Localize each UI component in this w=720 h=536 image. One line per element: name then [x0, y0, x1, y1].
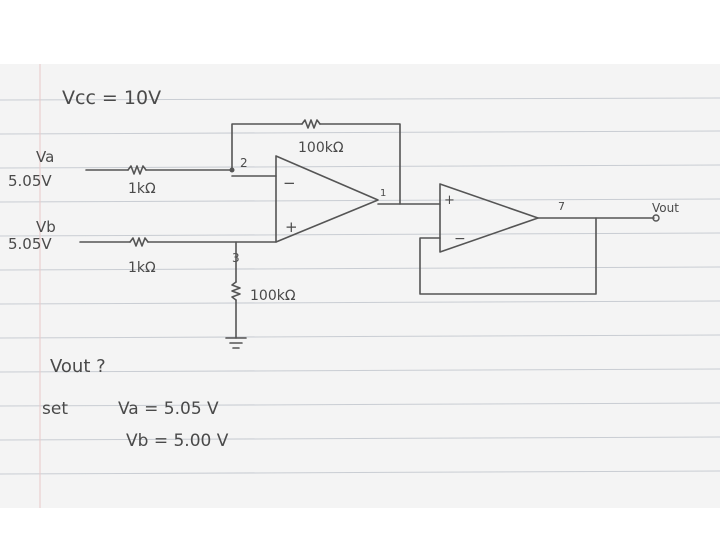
supply-voltage-label: Vcc = 10V [62, 87, 161, 109]
input-a-wire [85, 165, 233, 175]
ground-symbol [225, 337, 247, 349]
pin-2-label: 2 [240, 156, 248, 170]
buffer-feedback-wire [419, 217, 655, 295]
opamp-1-plus: + [285, 218, 298, 236]
set-word: set [42, 399, 68, 419]
va-value: 5.05V [8, 172, 52, 190]
ruled-lines [0, 64, 720, 508]
paper-sheet [0, 64, 720, 508]
vb-set-line: Vb = 5.00 V [126, 431, 229, 451]
opamp-1-minus: − [283, 174, 296, 192]
pin-7-label: 7 [558, 200, 565, 213]
r-feedback-label: 100kΩ [298, 140, 344, 156]
input-b-wire [79, 237, 277, 247]
output-terminal [652, 214, 660, 222]
vb-label: Vb [36, 218, 56, 236]
va-label: Va [36, 148, 54, 166]
r-in-a-label: 1kΩ [128, 181, 156, 197]
opamp-1 [275, 155, 379, 243]
ground-resistor [231, 241, 241, 339]
va-set-line: Va = 5.05 V [118, 399, 219, 419]
question-text: Vout ? [50, 356, 106, 377]
pin-1-label: 1 [380, 188, 386, 199]
feedback-loop [231, 119, 401, 205]
r-in-b-label: 1kΩ [128, 260, 156, 276]
opamp-2-plus: + [444, 193, 455, 208]
vout-label: Vout [652, 201, 679, 215]
opamp-2 [439, 183, 539, 253]
r-ground-label: 100kΩ [250, 288, 296, 304]
vb-value: 5.05V [8, 235, 52, 253]
opamp-2-minus: − [454, 231, 466, 247]
